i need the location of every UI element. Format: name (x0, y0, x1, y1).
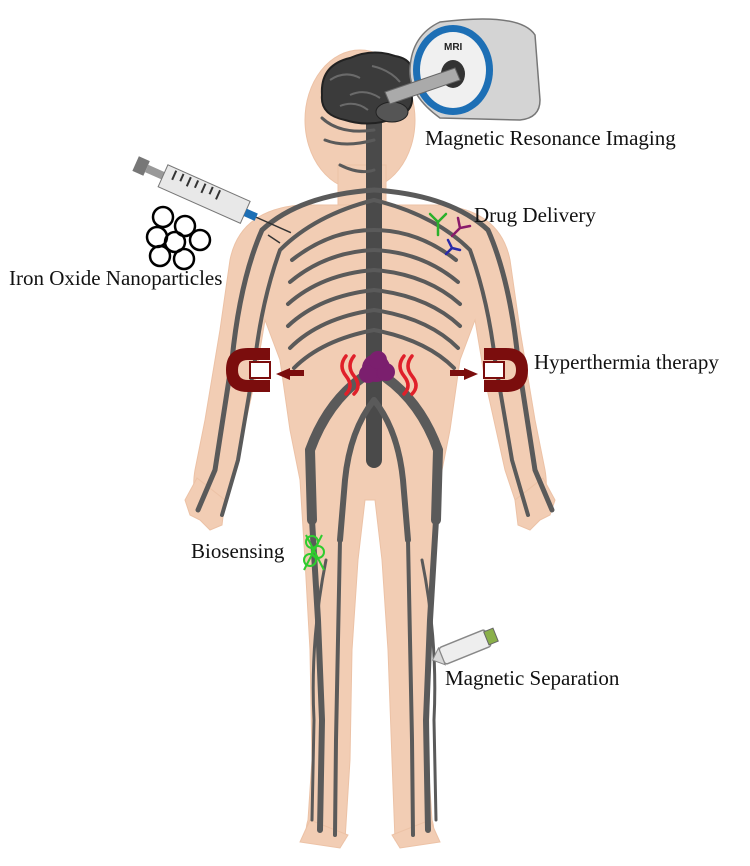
separation-label: Magnetic Separation (445, 668, 619, 689)
drug-delivery-label: Drug Delivery (474, 205, 596, 226)
mri-label: Magnetic Resonance Imaging (425, 128, 676, 149)
nanoparticles-icon (147, 207, 210, 269)
biosensing-label: Biosensing (191, 541, 284, 562)
separation-tube-icon (429, 626, 499, 668)
mri-scanner-label: MRI (444, 42, 463, 53)
nanoparticles-label: Iron Oxide Nanoparticles (9, 268, 222, 289)
hyperthermia-label: Hyperthermia therapy (534, 352, 719, 373)
